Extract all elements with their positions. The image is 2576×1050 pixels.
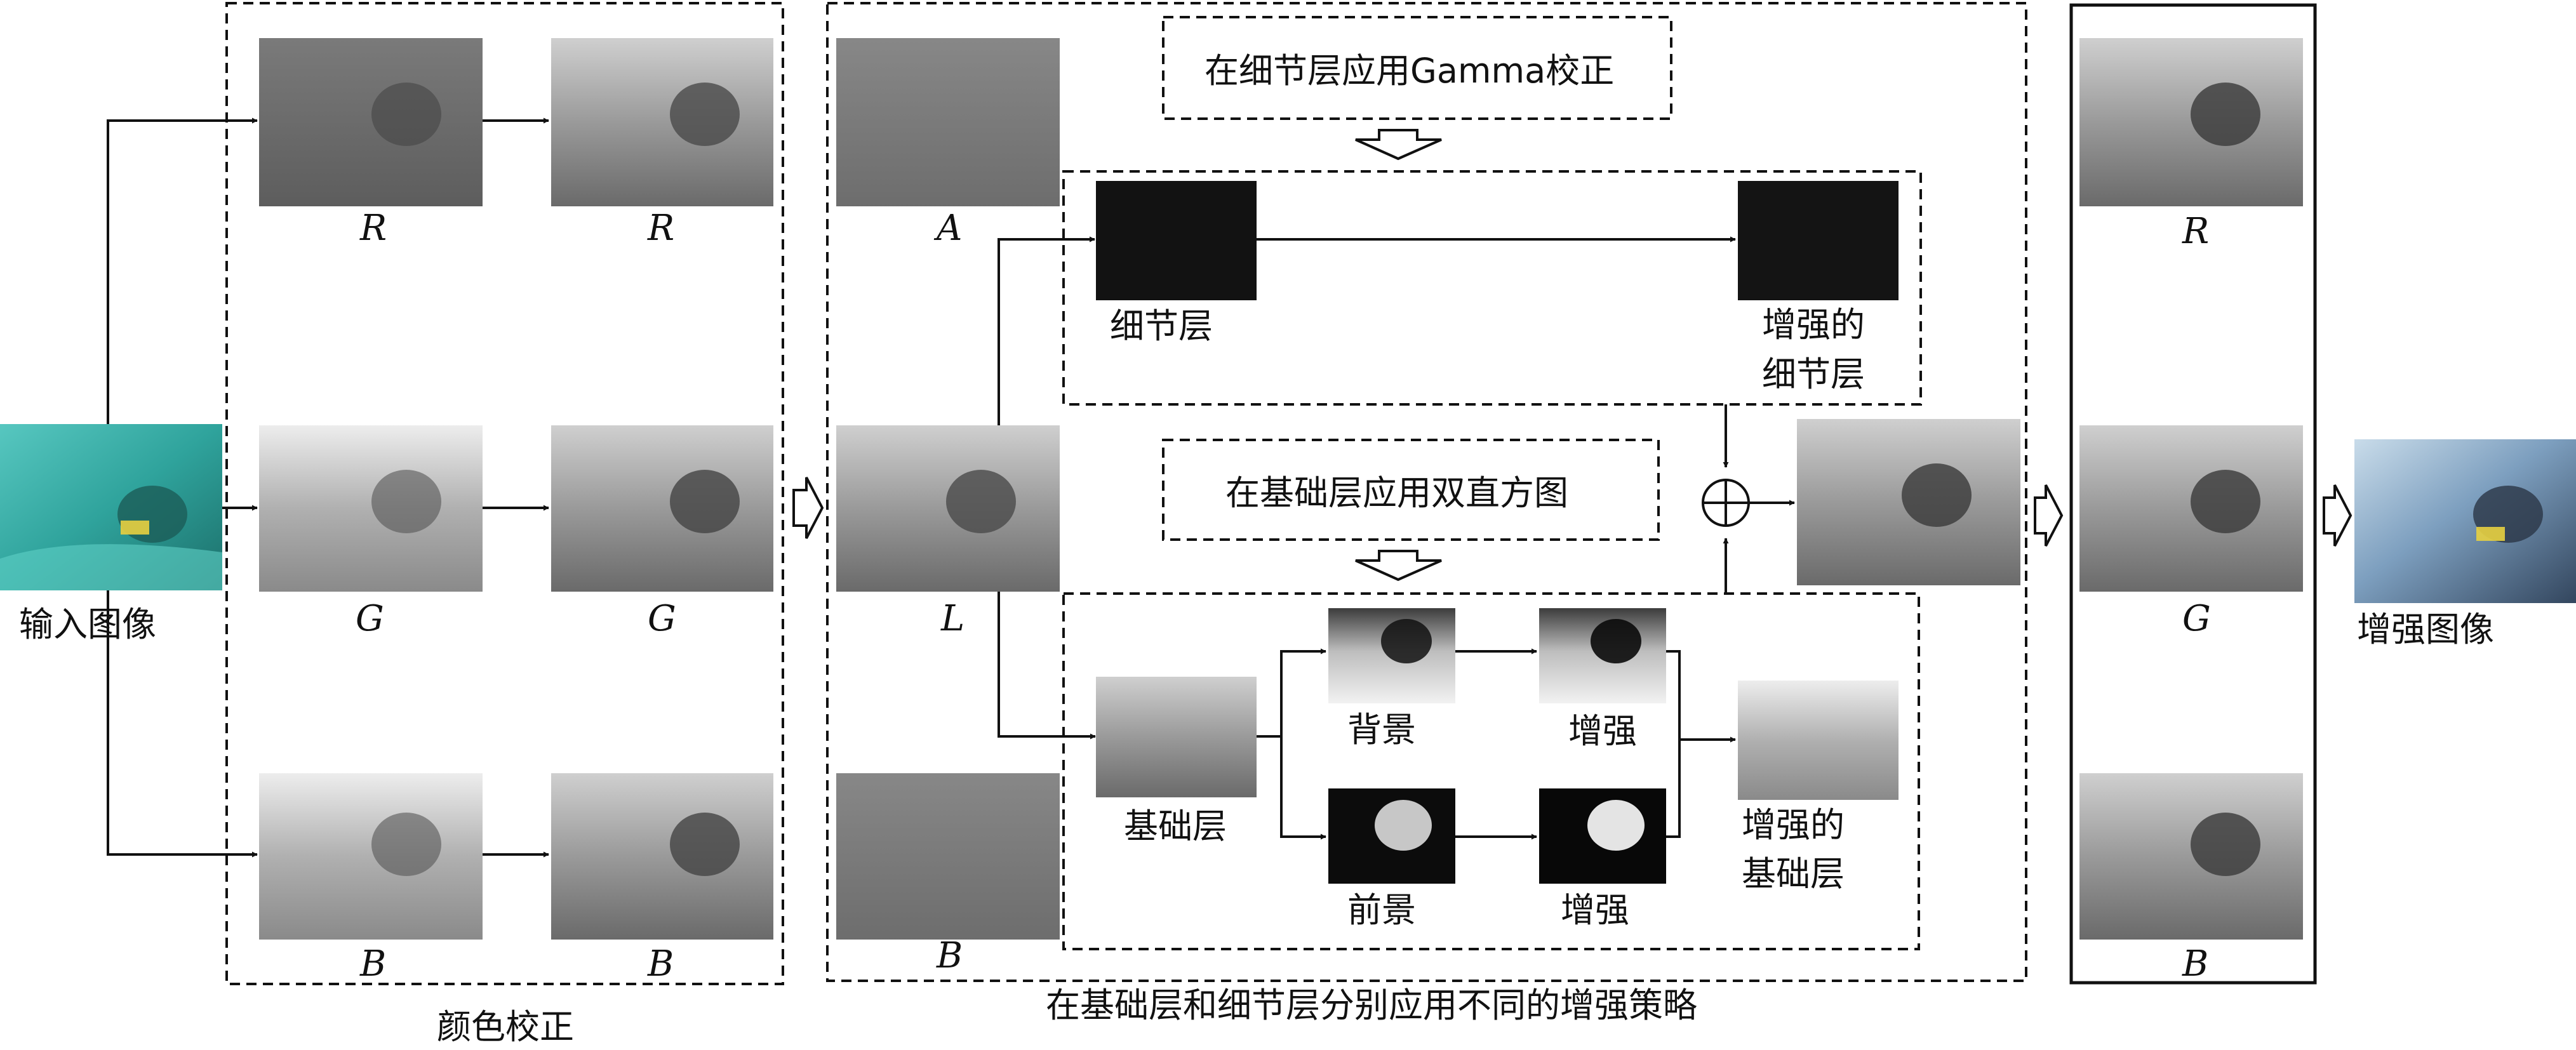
base-layer-label: 基础层: [1124, 806, 1227, 846]
enhanced-base-label-2: 基础层: [1742, 854, 1845, 894]
gamma-note-box: [1162, 16, 1672, 120]
histogram-note-box: [1162, 439, 1660, 541]
b-output-label: B: [2182, 943, 2208, 985]
r-channel-image: [259, 38, 483, 206]
b2-label: B: [936, 935, 963, 976]
r-corrected-image: [551, 38, 773, 206]
output-image: [2354, 439, 2576, 603]
r-output-label: R: [2182, 211, 2209, 252]
output-channels-region: [2069, 3, 2317, 985]
input-label: 输入图像: [19, 604, 156, 644]
transition-arrow-3: [2323, 484, 2352, 547]
g-output-label: G: [2182, 598, 2211, 639]
a-channel-image: [836, 38, 1060, 206]
output-label: 增强图像: [2357, 609, 2494, 649]
foreground-label: 前景: [1347, 890, 1416, 930]
color-correction-caption: 颜色校正: [437, 1007, 574, 1047]
enhanced-base-label-1: 增强的: [1742, 805, 1845, 845]
detail-layer-label: 细节层: [1110, 306, 1213, 346]
transition-arrow-2: [2034, 484, 2064, 547]
background-label: 背景: [1347, 710, 1416, 750]
g-output-image: [2079, 425, 2303, 592]
g-corrected-image: [551, 425, 773, 592]
histogram-note: 在基础层应用双直方图: [1225, 473, 1568, 513]
enhanced-detail-label-1: 增强的: [1762, 305, 1865, 345]
base-layer-image: [1096, 677, 1257, 797]
histogram-down-arrow: [1355, 550, 1442, 581]
enhanced-detail-image: [1738, 181, 1899, 300]
a-label: A: [933, 208, 962, 249]
b-label-2: B: [647, 943, 674, 985]
enhance-top-label: 增强: [1568, 711, 1637, 751]
plus-combine-icon: [1702, 479, 1750, 527]
detail-layer-image: [1096, 181, 1257, 300]
r-label-1: R: [359, 208, 387, 249]
base-layer-region: [1062, 592, 1920, 950]
g-channel-image: [259, 425, 483, 592]
strategy-region: [826, 2, 2027, 982]
b-corrected-image: [551, 773, 773, 940]
g-label-1: G: [356, 598, 384, 639]
b-output-image: [2079, 773, 2303, 940]
b2-channel-image: [836, 773, 1060, 940]
b-channel-image: [259, 773, 483, 940]
l-label: L: [940, 598, 964, 639]
b-label-1: B: [359, 943, 386, 985]
gamma-down-arrow: [1355, 129, 1442, 161]
r-label-2: R: [647, 208, 674, 249]
enhanced-detail-label-2: 细节层: [1762, 354, 1865, 394]
enhance-bottom-label: 增强: [1561, 890, 1629, 930]
transition-arrow-1: [792, 477, 824, 539]
detail-layer-region: [1062, 170, 1922, 406]
color-correction-region: [225, 2, 784, 985]
enhanced-base-image: [1738, 681, 1899, 800]
g-label-2: G: [648, 598, 676, 639]
gamma-note: 在细节层应用Gamma校正: [1205, 51, 1614, 91]
r-output-image: [2079, 38, 2303, 206]
strategy-caption: 在基础层和细节层分别应用不同的增强策略: [1046, 985, 1697, 1025]
